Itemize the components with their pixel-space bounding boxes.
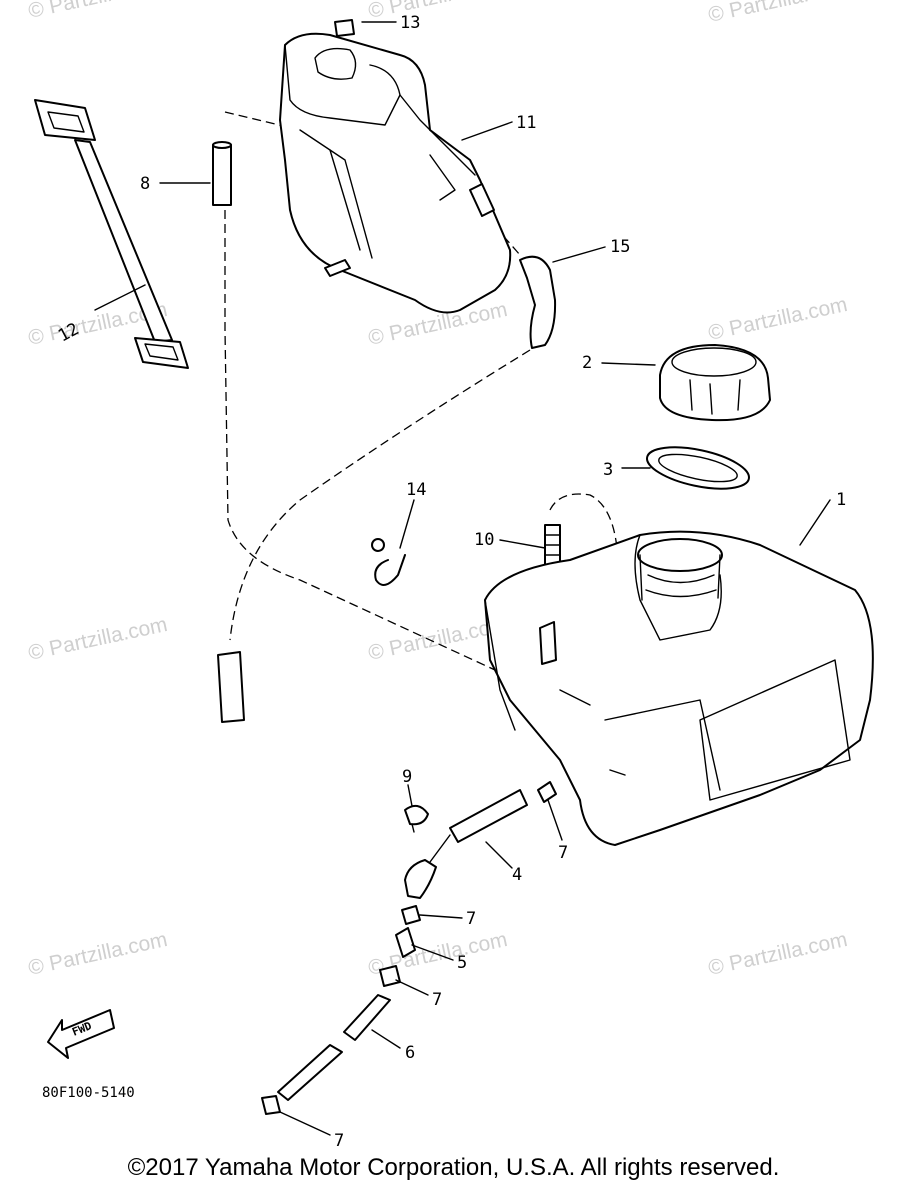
hose-end-part	[217, 651, 245, 723]
callout-15: 15	[610, 237, 630, 257]
fuel-tank-part	[484, 530, 874, 846]
drawing-code: 80F100-5140	[42, 1085, 135, 1101]
callout-7: 7	[432, 990, 442, 1010]
callout-4: 4	[512, 865, 522, 885]
callout-11: 11	[516, 113, 536, 133]
watermark: © Partzilla.com	[26, 613, 169, 665]
callout-7: 7	[558, 843, 568, 863]
gasket-part	[645, 446, 751, 490]
fwd-arrow-icon: FWD	[47, 1009, 115, 1059]
clip-part-14	[371, 538, 406, 586]
leader-lines	[94, 21, 831, 1136]
callout-1: 1	[836, 490, 846, 510]
callout-7: 7	[334, 1131, 344, 1151]
hose-part-4	[404, 789, 528, 899]
callout-3: 3	[603, 460, 613, 480]
callout-labels: 1 2 3 4 5 6 7 7 7 7 8 9 10 11 12 13 14 1…	[55, 13, 846, 1151]
clip-part-9	[404, 804, 429, 833]
strap-part	[34, 99, 189, 369]
callout-6: 6	[405, 1043, 415, 1063]
callout-7: 7	[466, 909, 476, 929]
clamp-part-7	[261, 781, 557, 1115]
callout-10: 10	[474, 530, 494, 550]
watermark: © Partzilla.com	[706, 0, 849, 27]
watermark: © Partzilla.com	[366, 0, 509, 23]
hose-part-15	[519, 255, 557, 349]
oil-tank-part	[279, 19, 512, 314]
callout-9: 9	[402, 767, 412, 787]
callout-13: 13	[400, 13, 420, 33]
callout-14: 14	[406, 480, 426, 500]
callout-5: 5	[457, 953, 467, 973]
hose-part-8	[212, 141, 232, 206]
watermark: © Partzilla.com	[26, 928, 169, 980]
watermark: © Partzilla.com	[706, 293, 849, 345]
callout-2: 2	[582, 353, 592, 373]
copyright-notice: ©2017 Yamaha Motor Corporation, U.S.A. A…	[127, 1154, 780, 1181]
watermark: © Partzilla.com	[26, 0, 169, 23]
callout-8: 8	[140, 174, 150, 194]
watermark: © Partzilla.com	[706, 928, 849, 980]
fuel-cap-part	[659, 344, 771, 422]
connector-part-5	[395, 927, 416, 958]
hose-part-6	[277, 994, 391, 1101]
